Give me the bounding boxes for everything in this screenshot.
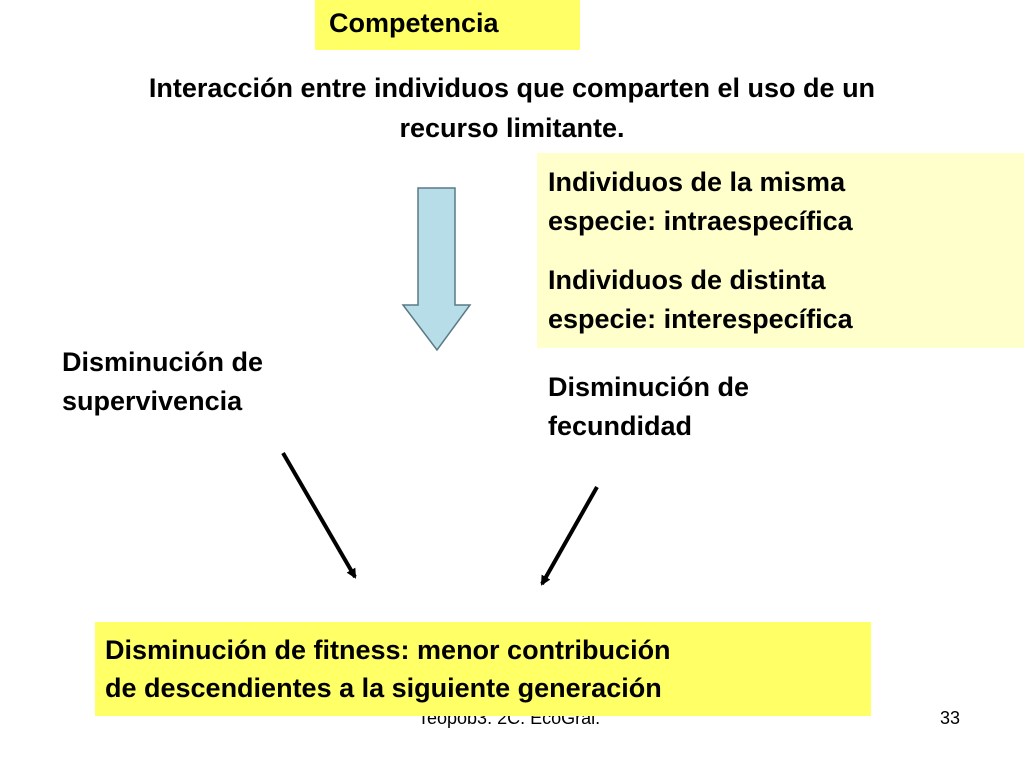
fecundity-effect-line-1: Disminución de — [548, 372, 750, 402]
interspecific-item: Individuos de distinta especie: interesp… — [548, 261, 1016, 339]
page-number: 33 — [940, 708, 961, 728]
slide-title: Competencia — [329, 8, 499, 38]
definition-line-2: recurso limitante. — [399, 113, 625, 143]
intraspecific-item: Individuos de la misma especie: intraesp… — [548, 163, 1016, 241]
fitness-result-line-2: de descendientes a la siguiente generaci… — [105, 673, 662, 703]
competition-types-box: Individuos de la misma especie: intraesp… — [537, 153, 1024, 348]
fecundity-effect-line-2: fecundidad — [548, 411, 693, 441]
survival-effect-line-1: Disminución de — [62, 347, 264, 377]
interspecific-line-2: especie: interespecífica — [548, 304, 853, 334]
block-down-arrow — [401, 187, 472, 352]
fitness-result-line-1: Disminución de fitness: menor contribuci… — [105, 635, 671, 665]
survival-effect: Disminución de supervivencia — [62, 343, 362, 421]
definition-line-1: Interacción entre individuos que compart… — [148, 73, 876, 103]
definition-text: Interacción entre individuos que compart… — [30, 68, 994, 148]
slide-title-box: Competencia — [315, 0, 580, 50]
interspecific-line-1: Individuos de distinta — [548, 265, 826, 295]
survival-effect-line-2: supervivencia — [62, 386, 243, 416]
fecundity-to-fitness-arrow — [540, 486, 599, 586]
intraspecific-line-2: especie: intraespecífica — [548, 206, 853, 236]
intraspecific-line-1: Individuos de la misma — [548, 167, 846, 197]
fecundity-effect: Disminución de fecundidad — [548, 368, 848, 446]
fitness-result-box: Disminución de fitness: menor contribuci… — [95, 622, 871, 716]
survival-to-fitness-arrow — [281, 451, 357, 579]
